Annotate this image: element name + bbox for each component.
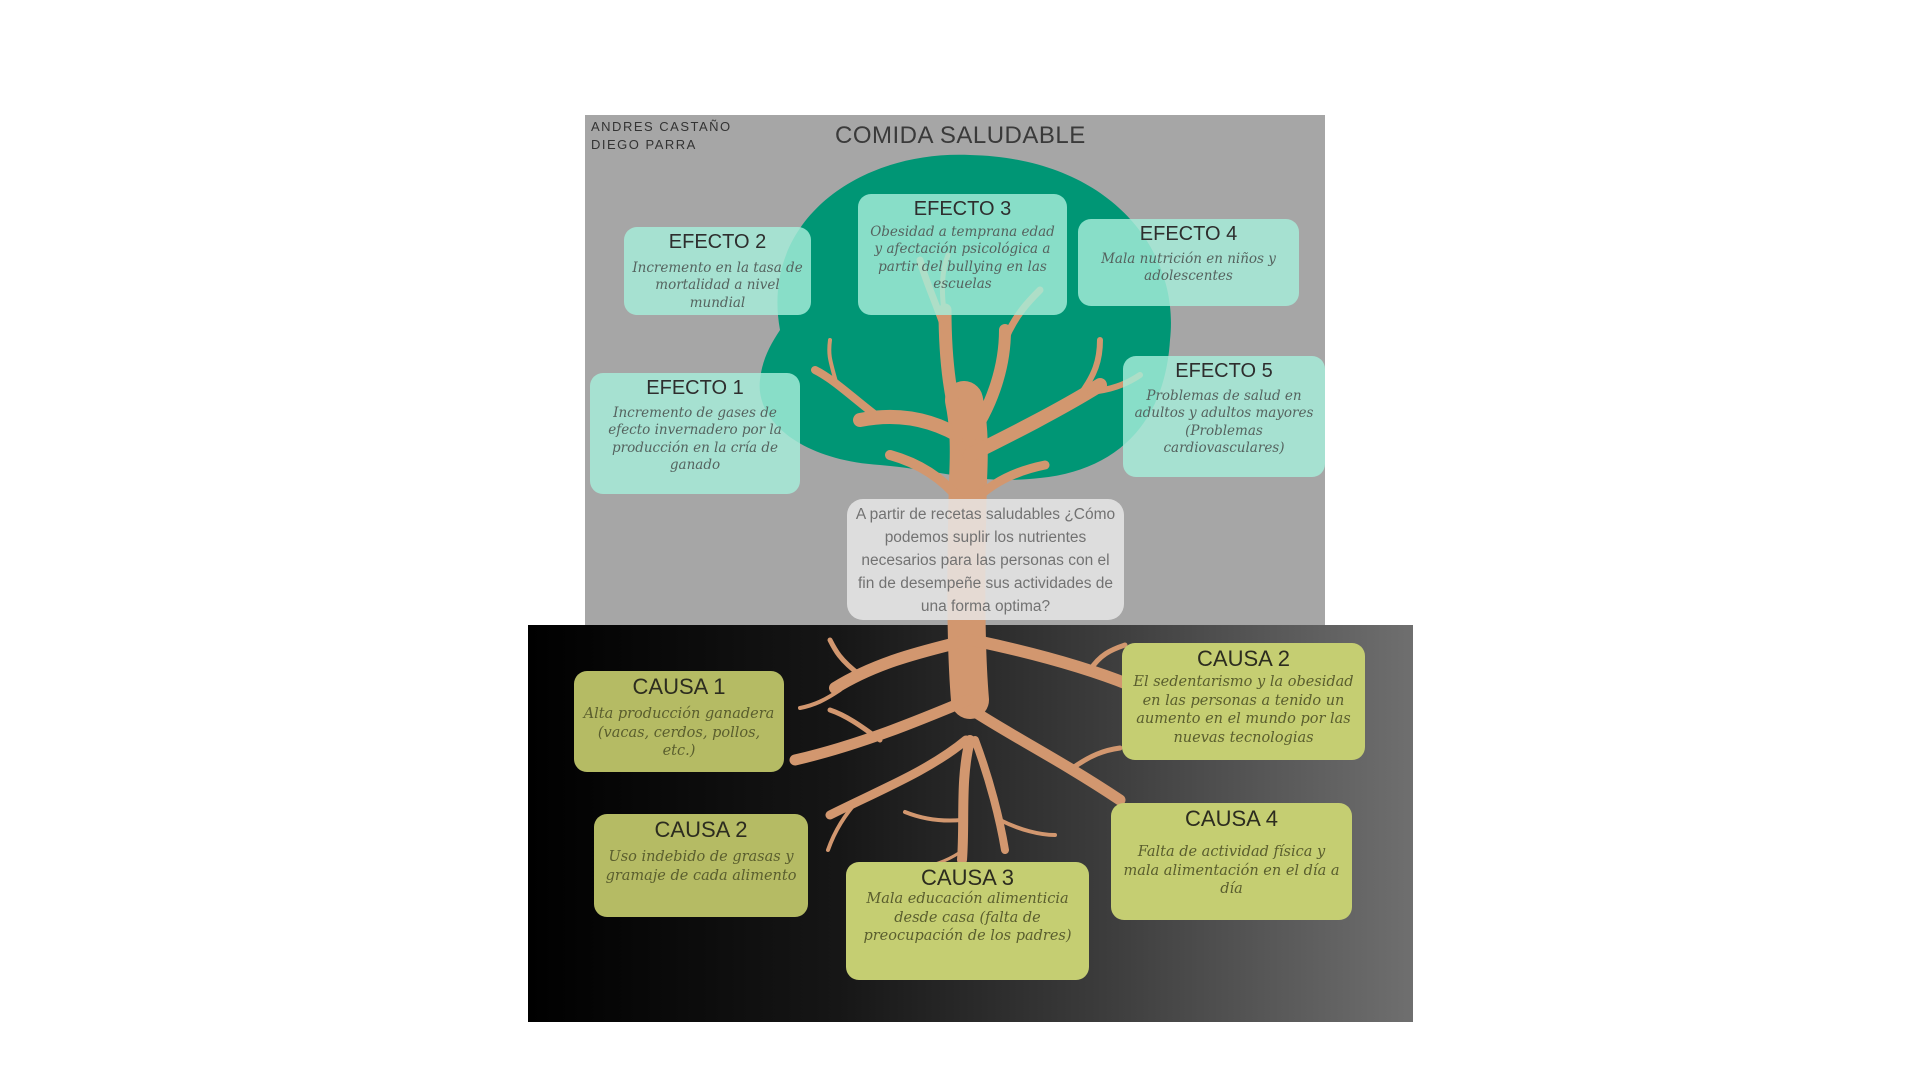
cause-heading: CAUSA 4 xyxy=(1185,806,1278,831)
cause-2b-box: CAUSA 2 El sedentarismo y la obesidad en… xyxy=(1122,643,1365,760)
cause-1-box: CAUSA 1 Alta producción ganadera (vacas,… xyxy=(574,671,784,772)
cause-heading: CAUSA 2 xyxy=(654,817,748,842)
cause-heading: CAUSA 2 xyxy=(1197,646,1290,671)
cause-2-box: CAUSA 2 Uso indebido de grasas y gramaje… xyxy=(594,814,808,917)
cause-text: Mala educación alimenticia desde casa (f… xyxy=(863,891,1072,945)
effect-heading: EFECTO 1 xyxy=(646,377,744,399)
cause-text: Alta producción ganadera (vacas, cerdos,… xyxy=(583,706,775,760)
effect-2-box: EFECTO 2 Incremento en la tasa de mortal… xyxy=(624,227,811,315)
diagram-title: COMIDA SALUDABLE xyxy=(835,122,1086,149)
effect-text: Problemas de salud en adultos y adultos … xyxy=(1134,388,1314,456)
author-name: ANDRES CASTAÑO xyxy=(591,119,732,134)
cause-text: Uso indebido de grasas y gramaje de cada… xyxy=(605,849,797,884)
effect-heading: EFECTO 2 xyxy=(668,231,767,253)
effect-1-box: EFECTO 1 Incremento de gases de efecto i… xyxy=(590,373,800,494)
cause-heading: CAUSA 1 xyxy=(632,674,726,699)
effect-heading: EFECTO 5 xyxy=(1175,360,1273,382)
cause-text: Falta de actividad física y mala aliment… xyxy=(1123,844,1340,898)
authors: ANDRES CASTAÑO DIEGO PARRA xyxy=(591,118,732,154)
effect-text: Obesidad a temprana edad y afectación ps… xyxy=(870,224,1055,292)
effect-text: Mala nutrición en niños y adolescentes xyxy=(1101,251,1276,285)
cause-text: El sedentarismo y la obesidad en las per… xyxy=(1133,674,1354,746)
effect-heading: EFECTO 3 xyxy=(913,198,1012,220)
cause-3-box: CAUSA 3 Mala educación alimenticia desde… xyxy=(846,862,1089,980)
tree-roots xyxy=(789,634,1152,870)
effect-5-box: EFECTO 5 Problemas de salud en adultos y… xyxy=(1123,356,1325,477)
central-question: A partir de recetas saludables ¿Cómo pod… xyxy=(847,499,1124,620)
effect-text: Incremento en la tasa de mortalidad a ni… xyxy=(632,260,803,311)
author-name: DIEGO PARRA xyxy=(591,137,697,152)
effect-text: Incremento de gases de efecto invernader… xyxy=(608,405,782,473)
effect-heading: EFECTO 4 xyxy=(1139,223,1238,245)
effect-4-box: EFECTO 4 Mala nutrición en niños y adole… xyxy=(1078,219,1299,306)
cause-heading: CAUSA 3 xyxy=(921,865,1014,890)
cause-4-box: CAUSA 4 Falta de actividad física y mala… xyxy=(1111,803,1352,920)
effect-3-box: EFECTO 3 Obesidad a temprana edad y afec… xyxy=(858,194,1067,315)
